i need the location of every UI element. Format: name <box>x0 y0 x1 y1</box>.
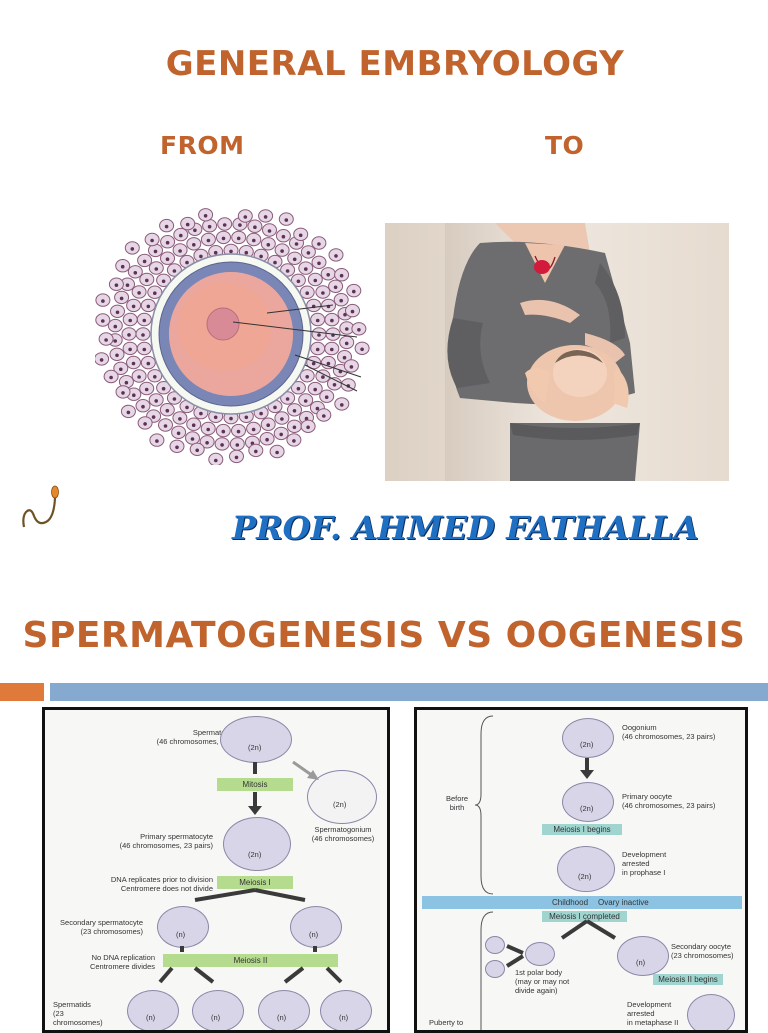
puberty-label: Puberty to <box>429 1018 464 1027</box>
to-label: TO <box>545 131 585 160</box>
first-polar-body-cell <box>525 942 555 966</box>
ploidy-label: (n) <box>636 958 646 967</box>
ploidy-label: (n) <box>339 1013 349 1022</box>
childhood-bar: Childhood Ovary inactive <box>422 896 742 909</box>
pregnancy-photo <box>385 223 729 481</box>
accent-bar-blue <box>50 683 768 701</box>
before-birth-label: Before birth <box>445 794 469 812</box>
puberty-brace <box>480 911 494 1030</box>
primary-oocyte-label: Primary oocyte (46 chromosomes, 23 pairs… <box>622 792 716 810</box>
spermatogenesis-diagram: Spermatogonium (46 chromosomes, 23 pairs… <box>42 707 390 1033</box>
oocyte-illustration <box>95 208 370 465</box>
secondary-spermatocyte-label: Secondary spermatocyte (23 chromosomes) <box>60 918 143 936</box>
meiosis-2-bar: Meiosis II <box>163 954 338 967</box>
spermatid-cell-4 <box>320 990 372 1030</box>
ploidy-label: (n) <box>211 1013 221 1022</box>
meiosis-1-completed-bar: Meiosis I completed <box>542 911 627 922</box>
corona-radiata-cells <box>95 208 370 465</box>
mitosis-bar: Mitosis <box>217 778 293 791</box>
spermatogenesis-arrows <box>158 760 343 984</box>
spermatid-cell-3 <box>258 990 310 1030</box>
polar-body-cell-1 <box>485 936 505 954</box>
primary-spermatocyte-label: Primary spermatocyte (46 chromosomes, 23… <box>119 832 213 850</box>
dna-replication-note: DNA replicates prior to division Centrom… <box>110 875 213 893</box>
spermatid-cell-1 <box>127 990 179 1030</box>
ovary-inactive-label: Ovary inactive <box>598 898 649 907</box>
author-name: PROF. AHMED FATHALLA <box>232 509 699 547</box>
arrest-metaphase-label: Development arrested in metaphase II <box>627 1000 679 1027</box>
ploidy-label: (2n) <box>333 800 347 809</box>
meiosis-1-bar: Meiosis I <box>217 876 293 889</box>
no-dna-replication-note: No DNA replication Centromere divides <box>89 953 155 971</box>
meiosis-2-begins-bar: Meiosis II begins <box>653 974 723 985</box>
ploidy-label: (n) <box>277 1013 287 1022</box>
arrest-prophase-label: Development arrested in prophase I <box>622 850 667 877</box>
oogenesis-arrows <box>505 758 617 968</box>
childhood-label: Childhood <box>552 898 589 907</box>
ploidy-label: (n) <box>146 1013 156 1022</box>
spermatogonium-cell <box>220 716 292 763</box>
meiosis-1-begins-bar: Meiosis I begins <box>542 824 622 835</box>
spermatid-cell-2 <box>192 990 244 1030</box>
ploidy-label: (2n) <box>248 743 262 752</box>
secondary-spermatocyte-cell-2 <box>290 906 342 948</box>
polar-body-cell-2 <box>485 960 505 978</box>
slide1-title: GENERAL EMBRYOLOGY <box>165 44 625 84</box>
oogonium-label: Oogonium (46 chromosomes, 23 pairs) <box>622 723 716 741</box>
before-birth-brace <box>475 715 494 895</box>
spermatogonium-copy-label: Spermatogonium (46 chromosomes) <box>311 825 375 843</box>
ploidy-label: (2n) <box>578 872 592 881</box>
ploidy-label: (n) <box>176 930 186 939</box>
secondary-spermatocyte-cell-1 <box>157 906 209 948</box>
ploidy-label: (2n) <box>248 850 262 859</box>
slide2-title: SPERMATOGENESIS VS OOGENESIS <box>22 615 746 656</box>
arrested-oocyte-cell <box>557 846 615 892</box>
primary-oocyte-cell <box>562 782 614 822</box>
polar-body-label: 1st polar body (may or may not divide ag… <box>515 968 570 995</box>
spermatids-label: Spermatids (23 chromosomes) <box>53 1000 103 1027</box>
oogonium-cell <box>562 718 614 758</box>
spermatogonium-copy-cell <box>307 770 377 824</box>
secondary-oocyte-label: Secondary oocyte (23 chromosomes) <box>671 942 734 960</box>
sperm-icon <box>22 485 59 528</box>
primary-spermatocyte-cell <box>223 817 291 871</box>
ploidy-label: (2n) <box>580 740 594 749</box>
oogenesis-diagram: Before birth (2n) Oogonium (46 chromosom… <box>414 707 748 1033</box>
secondary-oocyte-cell <box>617 936 669 976</box>
ploidy-label: (2n) <box>580 804 594 813</box>
from-label: FROM <box>160 131 245 160</box>
accent-bar-orange <box>0 683 44 701</box>
ploidy-label: (n) <box>309 930 319 939</box>
